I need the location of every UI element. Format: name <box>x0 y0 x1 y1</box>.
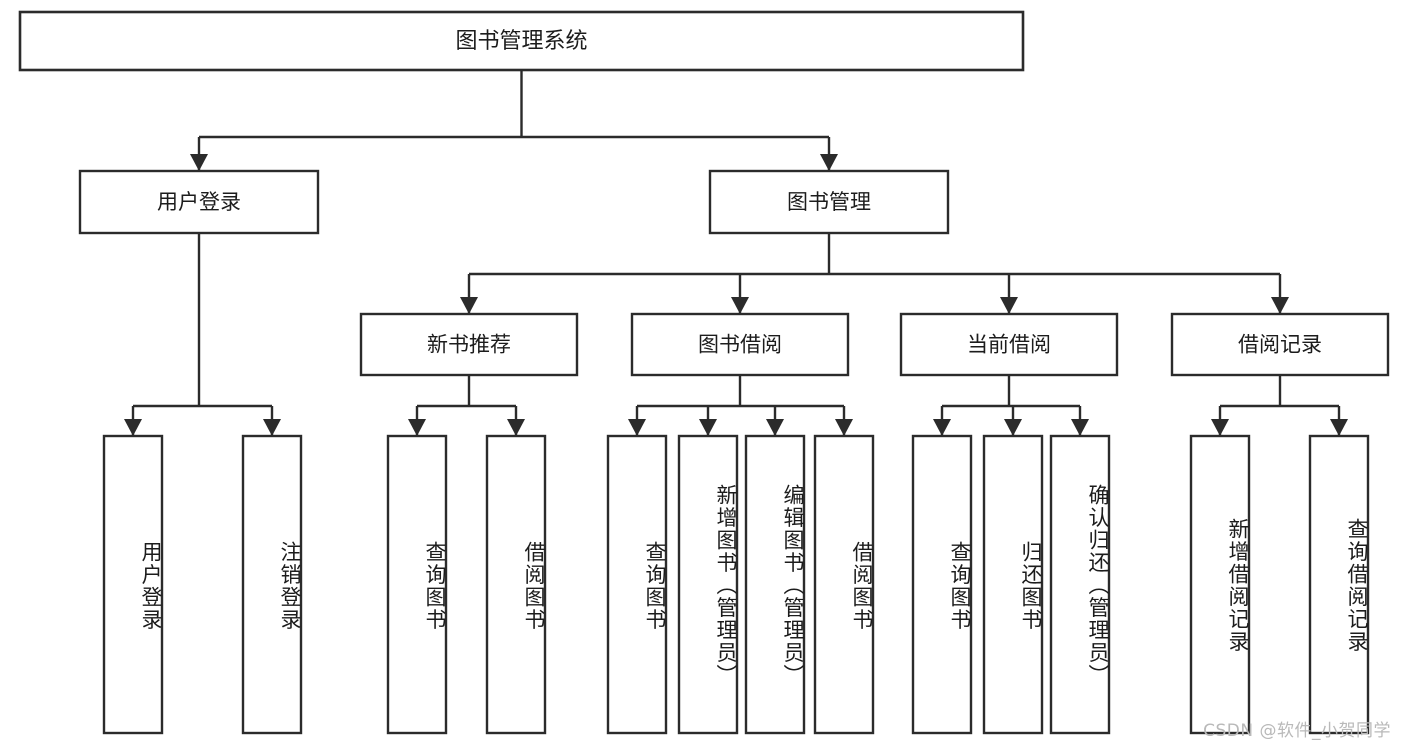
node-box-leaf-borrow-book[interactable] <box>813 434 875 735</box>
node-label-new-book-rec: 新书推荐 <box>427 333 511 357</box>
arrowhead-icon-book-borrow <box>731 297 749 314</box>
arrowhead-icon-leaf-confirm-return <box>1071 419 1089 436</box>
arrowhead-icon-new-book-rec <box>460 297 478 314</box>
connector-layer <box>124 70 1348 436</box>
node-label-current-borrow: 当前借阅 <box>967 333 1051 357</box>
node-box-current-borrow[interactable] <box>899 312 1119 377</box>
csdn-watermark: CSDN @软件_小贺同学 <box>1203 721 1391 741</box>
node-box-user-login[interactable] <box>78 169 320 235</box>
node-box-leaf-query-book-borrow[interactable] <box>606 434 668 735</box>
node-box-leaf-add-book[interactable] <box>677 434 739 735</box>
arrowhead-icon-user-login <box>190 154 208 171</box>
arrowhead-icon-leaf-edit-book <box>766 419 784 436</box>
node-box-leaf-logout[interactable] <box>241 434 303 735</box>
arrowhead-icon-leaf-add-book <box>699 419 717 436</box>
node-box-leaf-borrow-book-rec[interactable] <box>485 434 547 735</box>
node-label-root: 图书管理系统 <box>455 29 587 54</box>
node-box-layer <box>18 10 1390 735</box>
node-label-user-login: 用户登录 <box>157 190 241 214</box>
node-box-root[interactable] <box>18 10 1025 72</box>
node-label-borrow-record: 借阅记录 <box>1238 333 1322 357</box>
node-label-book-manage: 图书管理 <box>787 190 871 214</box>
node-box-leaf-query-book-rec[interactable] <box>386 434 448 735</box>
node-box-leaf-user-login[interactable] <box>102 434 164 735</box>
node-box-book-manage[interactable] <box>708 169 950 235</box>
arrowhead-icon-leaf-add-record <box>1211 419 1229 436</box>
arrowhead-icon-leaf-user-login <box>124 419 142 436</box>
node-box-leaf-query-record[interactable] <box>1308 434 1370 735</box>
arrowhead-icon-leaf-return-book <box>1004 419 1022 436</box>
arrowhead-icon-borrow-record <box>1271 297 1289 314</box>
arrowhead-icon-leaf-borrow-book-rec <box>507 419 525 436</box>
node-box-book-borrow[interactable] <box>630 312 850 377</box>
node-box-leaf-confirm-return[interactable] <box>1049 434 1111 735</box>
arrowhead-icon-book-manage <box>820 154 838 171</box>
node-box-new-book-rec[interactable] <box>359 312 579 377</box>
node-box-leaf-edit-book[interactable] <box>744 434 806 735</box>
node-box-leaf-return-book[interactable] <box>982 434 1044 735</box>
node-label-book-borrow: 图书借阅 <box>698 333 782 357</box>
arrowhead-icon-leaf-query-book-cur <box>933 419 951 436</box>
node-box-borrow-record[interactable] <box>1170 312 1390 377</box>
arrowhead-icon-leaf-borrow-book <box>835 419 853 436</box>
arrowhead-icon-leaf-query-book-rec <box>408 419 426 436</box>
arrowhead-icon-current-borrow <box>1000 297 1018 314</box>
arrowhead-icon-leaf-query-record <box>1330 419 1348 436</box>
arrowhead-icon-leaf-query-book-borrow <box>628 419 646 436</box>
node-box-leaf-query-book-cur[interactable] <box>911 434 973 735</box>
arrowhead-icon-leaf-logout <box>263 419 281 436</box>
node-box-leaf-add-record[interactable] <box>1189 434 1251 735</box>
